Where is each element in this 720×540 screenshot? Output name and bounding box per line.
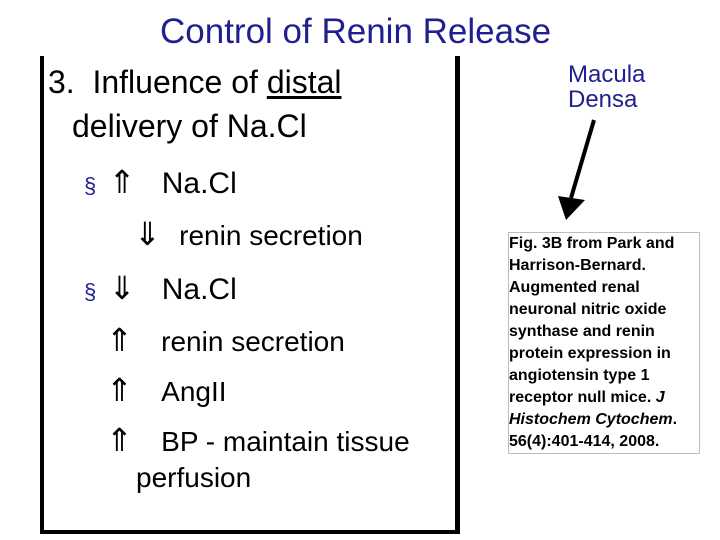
sub-item-1: ⇓ renin secretion [134,218,363,251]
reference-line: angiotensin type 1 [509,367,650,384]
macula-densa-label: Macula Densa [568,61,646,114]
up-arrow-icon: ⇑ [106,422,133,458]
sub-item-4: ⇑ BP - maintain tissue [106,424,410,457]
sub-text: renin secretion [161,326,345,357]
heading-prefix: 3. Influence of [48,64,267,100]
bullet-item-2: § ⇓ Na.Cl [84,272,237,305]
sub-item-3: ⇑ AngII [106,374,227,407]
bullet-marker: § [84,173,97,198]
reference-line: Histochem Cytochem. [509,409,699,431]
label-line-2: Densa [568,86,638,114]
reference-line: Harrison-Bernard. [509,257,646,274]
journal-name: J [655,389,665,406]
reference-line: Fig. 3B from Park and [509,235,675,252]
sub-text: AngII [161,376,227,407]
up-arrow-icon: ⇑ [108,164,136,200]
bullet-marker: § [84,279,97,304]
heading-line-1: 3. Influence of distal [48,66,342,98]
heading-line-2: delivery of Na.Cl [72,108,307,144]
label-line-1: Macula [568,61,646,88]
reference-line: neuronal nitric oxide [509,301,667,318]
reference-line: receptor null mice. J [509,387,699,409]
sub-item-2: ⇑ renin secretion [106,324,345,357]
down-arrow-icon: ⇓ [134,216,161,252]
reference-text: . [672,411,678,428]
up-arrow-icon: ⇑ [106,322,133,358]
reference-line: Augmented renal [509,279,640,296]
journal-name: Histochem Cytochem [509,411,673,428]
content-frame [40,56,460,534]
down-arrow-icon: ⇓ [108,270,136,306]
sub-text: renin secretion [179,220,363,251]
pointer-arrow-shaft [569,119,596,199]
bullet-text: Na.Cl [161,273,237,306]
sub-item-4-continuation: perfusion [136,462,252,493]
reference-line: protein expression in [509,345,671,362]
slide-title: Control of Renin Release [160,12,552,51]
sub-text: BP - maintain tissue [161,426,410,457]
bullet-text: Na.Cl [161,167,237,200]
up-arrow-icon: ⇑ [106,372,133,408]
reference-line: 56(4):401-414, 2008. [509,433,660,450]
pointer-arrow-head [558,196,585,220]
reference-line: synthase and renin [509,323,655,340]
reference-citation: Fig. 3B from Park and Harrison-Bernard. … [508,232,700,454]
heading-underlined-word: distal [266,64,342,100]
bullet-item-1: § ⇑ Na.Cl [84,166,237,199]
reference-text: receptor null mice. [509,389,656,406]
